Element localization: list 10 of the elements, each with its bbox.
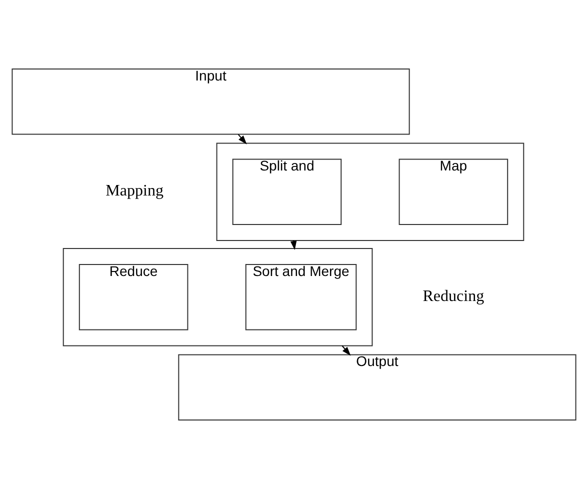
cluster — [62, 248, 373, 346]
node-label: Reducing — [422, 288, 484, 305]
node-box: Reduce — [78, 264, 188, 330]
node-box: Output — [178, 354, 576, 420]
node-box: Sort and Merge — [245, 264, 357, 330]
node-label: Mapping — [106, 182, 164, 200]
node-box: Split and — [232, 158, 342, 225]
arrow — [238, 134, 247, 144]
node-box: Map — [398, 158, 508, 225]
node-box: Input — [12, 68, 410, 135]
